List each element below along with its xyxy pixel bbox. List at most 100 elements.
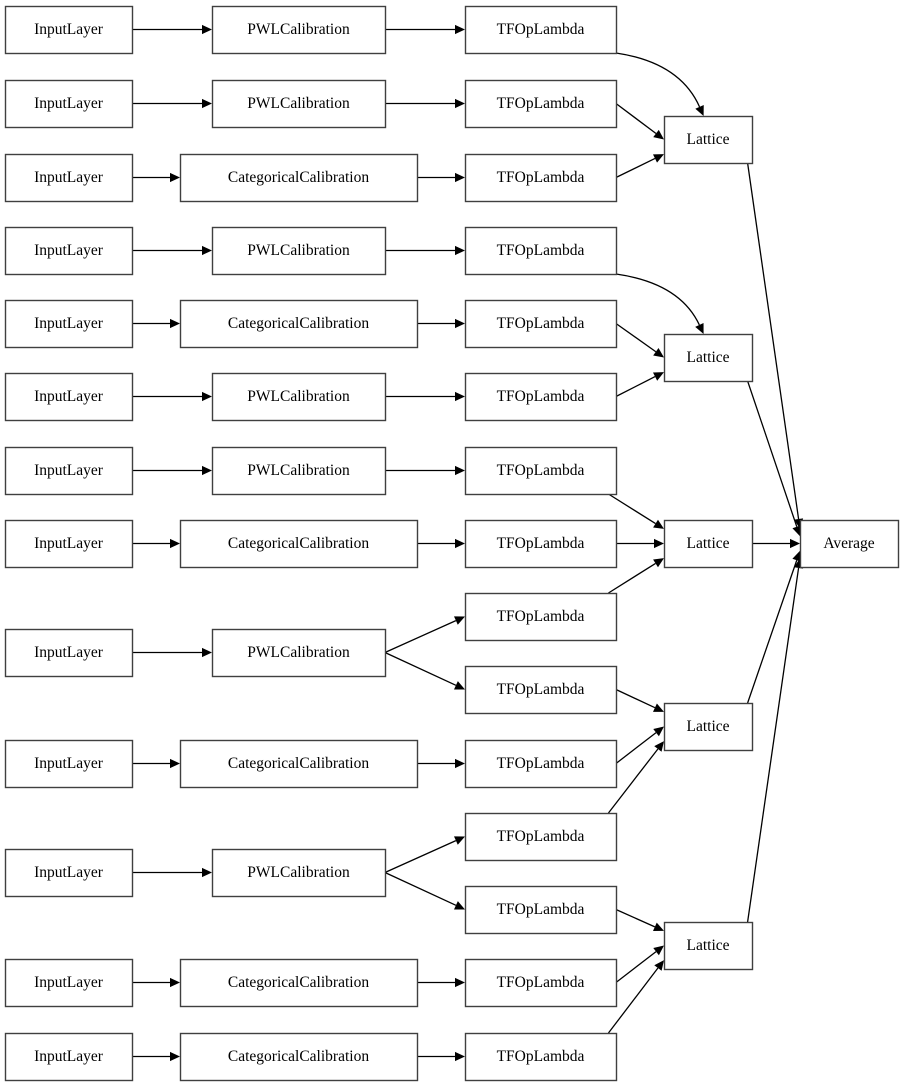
node-average[interactable]: Average	[799, 519, 900, 569]
node-categorical[interactable]: CategoricalCalibration	[179, 739, 419, 789]
node-box[interactable]	[211, 628, 387, 678]
node-categorical[interactable]: CategoricalCalibration	[179, 958, 419, 1008]
node-box[interactable]	[4, 372, 134, 422]
node-categorical[interactable]: CategoricalCalibration	[179, 519, 419, 569]
node-box[interactable]	[4, 153, 134, 203]
node-lattice[interactable]: Lattice	[663, 702, 754, 752]
node-box[interactable]	[4, 958, 134, 1008]
node-input[interactable]: InputLayer	[4, 519, 134, 569]
node-tfop[interactable]: TFOpLambda	[464, 665, 618, 715]
node-box[interactable]	[4, 519, 134, 569]
edge-line	[746, 560, 798, 704]
node-pwl[interactable]: PWLCalibration	[211, 5, 387, 55]
node-box[interactable]	[179, 1032, 419, 1082]
node-box[interactable]	[179, 299, 419, 349]
node-tfop[interactable]: TFOpLambda	[464, 372, 618, 422]
node-box[interactable]	[179, 739, 419, 789]
node-pwl[interactable]: PWLCalibration	[211, 628, 387, 678]
node-input[interactable]: InputLayer	[4, 848, 134, 898]
node-box[interactable]	[211, 372, 387, 422]
node-categorical[interactable]: CategoricalCalibration	[179, 1032, 419, 1082]
node-tfop[interactable]: TFOpLambda	[464, 519, 618, 569]
node-box[interactable]	[464, 79, 618, 129]
node-lattice[interactable]: Lattice	[663, 115, 754, 165]
node-pwl[interactable]: PWLCalibration	[211, 446, 387, 496]
node-lattice[interactable]: Lattice	[663, 921, 754, 971]
node-tfop[interactable]: TFOpLambda	[464, 592, 618, 642]
node-pwl[interactable]: PWLCalibration	[211, 79, 387, 129]
node-box[interactable]	[179, 958, 419, 1008]
node-box[interactable]	[663, 519, 754, 569]
node-pwl[interactable]: PWLCalibration	[211, 848, 387, 898]
node-lattice[interactable]: Lattice	[663, 333, 754, 383]
node-tfop[interactable]: TFOpLambda	[464, 226, 618, 276]
node-box[interactable]	[464, 592, 618, 642]
node-box[interactable]	[4, 1032, 134, 1082]
node-box[interactable]	[179, 519, 419, 569]
node-tfop[interactable]: TFOpLambda	[464, 885, 618, 935]
node-box[interactable]	[211, 79, 387, 129]
node-pwl[interactable]: PWLCalibration	[211, 372, 387, 422]
node-input[interactable]: InputLayer	[4, 79, 134, 129]
node-box[interactable]	[464, 739, 618, 789]
node-box[interactable]	[4, 739, 134, 789]
node-box[interactable]	[464, 446, 618, 496]
node-box[interactable]	[4, 5, 134, 55]
arrowhead-icon	[170, 977, 180, 988]
node-box[interactable]	[211, 226, 387, 276]
node-tfop[interactable]: TFOpLambda	[464, 1032, 618, 1082]
node-box[interactable]	[663, 702, 754, 752]
node-tfop[interactable]: TFOpLambda	[464, 79, 618, 129]
node-tfop[interactable]: TFOpLambda	[464, 958, 618, 1008]
node-tfop[interactable]: TFOpLambda	[464, 5, 618, 55]
node-box[interactable]	[464, 299, 618, 349]
edge-input-to-categorical	[132, 318, 180, 329]
node-box[interactable]	[4, 79, 134, 129]
node-box[interactable]	[4, 628, 134, 678]
node-box[interactable]	[4, 299, 134, 349]
node-box[interactable]	[4, 848, 134, 898]
node-box[interactable]	[464, 372, 618, 422]
node-input[interactable]: InputLayer	[4, 739, 134, 789]
node-categorical[interactable]: CategoricalCalibration	[179, 153, 419, 203]
node-tfop[interactable]: TFOpLambda	[464, 446, 618, 496]
node-input[interactable]: InputLayer	[4, 226, 134, 276]
node-box[interactable]	[464, 1032, 618, 1082]
node-tfop[interactable]: TFOpLambda	[464, 739, 618, 789]
node-box[interactable]	[464, 226, 618, 276]
node-box[interactable]	[464, 885, 618, 935]
node-box[interactable]	[464, 153, 618, 203]
node-tfop[interactable]: TFOpLambda	[464, 812, 618, 862]
node-box[interactable]	[799, 519, 900, 569]
node-box[interactable]	[464, 519, 618, 569]
node-lattice[interactable]: Lattice	[663, 519, 754, 569]
node-box[interactable]	[211, 446, 387, 496]
node-input[interactable]: InputLayer	[4, 372, 134, 422]
node-box[interactable]	[4, 226, 134, 276]
node-tfop[interactable]: TFOpLambda	[464, 153, 618, 203]
node-input[interactable]: InputLayer	[4, 5, 134, 55]
node-box[interactable]	[663, 333, 754, 383]
node-box[interactable]	[464, 665, 618, 715]
edge-categorical-to-tfop	[417, 758, 465, 769]
node-box[interactable]	[464, 5, 618, 55]
node-categorical[interactable]: CategoricalCalibration	[179, 299, 419, 349]
node-box[interactable]	[464, 958, 618, 1008]
node-box[interactable]	[211, 848, 387, 898]
node-input[interactable]: InputLayer	[4, 628, 134, 678]
node-box[interactable]	[211, 5, 387, 55]
node-input[interactable]: InputLayer	[4, 958, 134, 1008]
node-tfop[interactable]: TFOpLambda	[464, 299, 618, 349]
node-input[interactable]: InputLayer	[4, 1032, 134, 1082]
node-input[interactable]: InputLayer	[4, 153, 134, 203]
arrowhead-icon	[170, 758, 180, 769]
node-box[interactable]	[4, 446, 134, 496]
node-pwl[interactable]: PWLCalibration	[211, 226, 387, 276]
node-box[interactable]	[179, 153, 419, 203]
node-box[interactable]	[464, 812, 618, 862]
node-box[interactable]	[663, 921, 754, 971]
arrowhead-icon	[455, 391, 465, 402]
node-input[interactable]: InputLayer	[4, 299, 134, 349]
node-input[interactable]: InputLayer	[4, 446, 134, 496]
node-box[interactable]	[663, 115, 754, 165]
